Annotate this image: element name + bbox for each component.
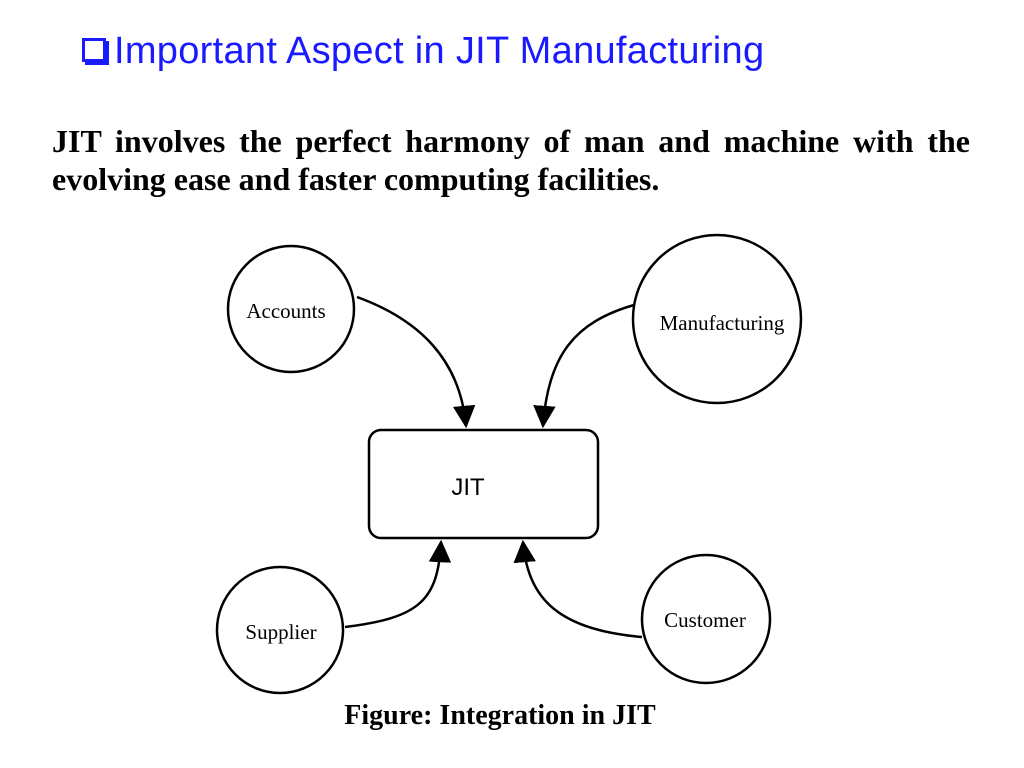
accounts-node [226, 244, 356, 374]
supplier-to-jit-arrow [344, 539, 452, 629]
manufacturing-node-label: Manufacturing [660, 311, 785, 335]
figure-caption: Figure: Integration in JIT [344, 700, 656, 731]
customer-node-label: Customer [664, 608, 746, 632]
jit-box-label: JIT [451, 474, 485, 501]
manufacturing-node [631, 233, 803, 405]
customer-to-jit-arrow [513, 539, 643, 639]
accounts-to-jit-arrow [356, 295, 476, 429]
accounts-node-label: Accounts [246, 299, 325, 323]
jit-box [367, 428, 600, 540]
slide-title-text: Important Aspect in JIT Manufacturing [114, 30, 765, 72]
body-paragraph: JIT involves the perfect harmony of man … [52, 123, 970, 197]
customer-node [640, 553, 772, 685]
manufacturing-to-jit-arrow [533, 303, 635, 429]
supplier-node [215, 565, 345, 695]
supplier-node-label: Supplier [245, 620, 316, 644]
square-bullet-icon [82, 38, 106, 62]
slide-title: Important Aspect in JIT Manufacturing [82, 30, 982, 73]
